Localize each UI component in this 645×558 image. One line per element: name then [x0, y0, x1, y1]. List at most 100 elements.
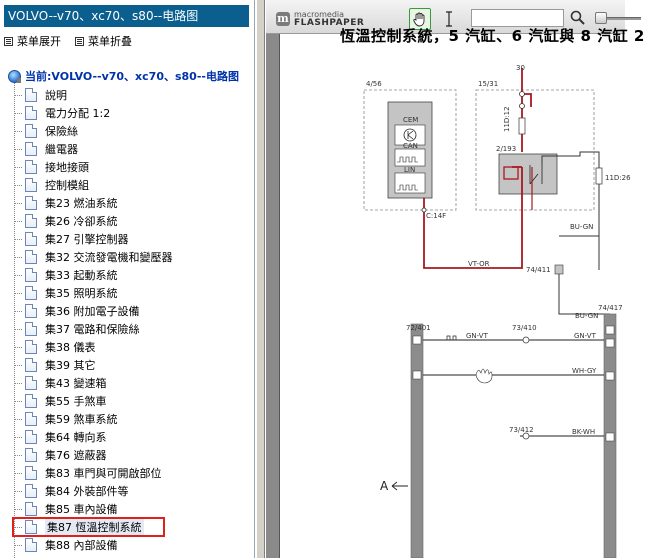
tree-item[interactable]: 集26 冷卻系統	[14, 212, 173, 230]
svg-text:74/417: 74/417	[598, 304, 623, 312]
tree-item[interactable]: 集23 燃油系統	[14, 194, 173, 212]
tree-item-label: 電力分配 1:2	[45, 107, 111, 120]
document-icon	[25, 358, 37, 372]
tree-root-label: 当前:VOLVO--v70、xc70、s80--电路图	[25, 70, 239, 83]
tree-item[interactable]: 集33 起動系統	[14, 266, 173, 284]
document-icon	[25, 412, 37, 426]
tree-item-label: 集36 附加電子設備	[45, 305, 140, 318]
tree-item[interactable]: 集38 儀表	[14, 338, 173, 356]
tree-item[interactable]: 集64 轉向系	[14, 428, 173, 446]
collapse-label: 菜单折叠	[88, 35, 132, 48]
tree-item-label: 集38 儀表	[45, 341, 96, 354]
document-icon	[25, 232, 37, 246]
svg-text:30: 30	[516, 64, 525, 72]
tree-item-label: 集85 車內設備	[45, 503, 118, 516]
tree-item[interactable]: 集59 煞車系統	[14, 410, 173, 428]
tree-item-label: 控制模組	[45, 179, 89, 192]
tree-item[interactable]: 接地接頭	[14, 158, 173, 176]
tree-item-label: 集26 冷卻系統	[45, 215, 118, 228]
tree-item-label: 保險絲	[45, 125, 78, 138]
wiring-diagram: 4/56 15/31 CEM CAN LIN 30 2/193 11D:12 1…	[363, 64, 631, 558]
collapse-menu-button[interactable]: 菜单折叠	[75, 33, 132, 49]
tree-item-label: 集55 手煞車	[45, 395, 107, 408]
tree-item-label: 集23 燃油系統	[45, 197, 118, 210]
reference-arrow	[391, 481, 408, 491]
tree-item-label: 集27 引擎控制器	[45, 233, 129, 246]
hand-tool-button[interactable]	[409, 8, 431, 30]
tree-item[interactable]: 集83 車門與可開啟部位	[14, 464, 173, 482]
svg-text:11D:12: 11D:12	[503, 106, 511, 132]
tree-item-label: 集59 煞車系統	[45, 413, 118, 426]
document-page[interactable]: 恆溫控制系統，5 汽缸、6 汽缸與 8 汽缸 2	[279, 27, 644, 558]
tree-item[interactable]: 集36 附加電子設備	[14, 302, 173, 320]
tree-item-label: 繼電器	[45, 143, 78, 156]
svg-text:73/412: 73/412	[509, 426, 534, 434]
diagram-title: 恆溫控制系統，5 汽缸、6 汽缸與 8 汽缸 2	[340, 27, 645, 45]
svg-text:73/410: 73/410	[512, 324, 537, 332]
tree-item[interactable]: 繼電器	[14, 140, 173, 158]
text-select-tool[interactable]	[444, 8, 454, 30]
tree-item[interactable]: 集84 外裝部件等	[14, 482, 173, 500]
svg-text:72/401: 72/401	[406, 324, 431, 332]
tree-item[interactable]: 集76 遮蔽器	[14, 446, 173, 464]
tree-item[interactable]: 集85 車內設備	[14, 500, 173, 518]
svg-text:BU-GN: BU-GN	[575, 312, 598, 320]
tree-connector-line	[14, 83, 15, 558]
zoom-thumb[interactable]	[595, 12, 607, 24]
flashpaper-logo: m macromedia FLASHPAPER	[276, 10, 364, 28]
tree-item[interactable]: 控制模組	[14, 176, 173, 194]
left-rail	[410, 323, 424, 558]
panel-splitter[interactable]	[256, 0, 265, 558]
tree-root[interactable]: 当前:VOLVO--v70、xc70、s80--电路图	[8, 68, 239, 84]
tree-item-label: 集43 變速箱	[45, 377, 107, 390]
document-icon	[25, 502, 37, 516]
tree-item[interactable]: 集37 電路和保險絲	[14, 320, 173, 338]
tree-item[interactable]: 集35 照明系統	[14, 284, 173, 302]
expand-menu-button[interactable]: 菜单展开	[4, 33, 61, 49]
tree-item[interactable]: 集87 恆溫控制系統	[14, 518, 173, 536]
svg-text:11D:26: 11D:26	[605, 174, 631, 182]
svg-text:15/31: 15/31	[478, 80, 498, 88]
svg-text:4/56: 4/56	[366, 80, 382, 88]
svg-text:GN-VT: GN-VT	[466, 332, 489, 340]
svg-text:WH-GY: WH-GY	[572, 367, 597, 375]
svg-text:C:14F: C:14F	[426, 212, 446, 220]
document-icon	[25, 124, 37, 138]
tree-item-label: 集87 恆溫控制系統	[45, 519, 144, 535]
viewer-toolbar: m macromedia FLASHPAPER	[266, 0, 641, 34]
tree-item[interactable]: 集43 變速箱	[14, 374, 173, 392]
control-wire	[423, 166, 523, 269]
document-icon	[25, 538, 37, 552]
search-input[interactable]	[471, 9, 564, 27]
tree-item[interactable]: 集88 內部設備	[14, 536, 173, 554]
tree-item[interactable]: 集55 手煞車	[14, 392, 173, 410]
zoom-slider[interactable]	[595, 12, 641, 24]
connector-74-411	[554, 264, 564, 275]
search-button[interactable]	[569, 9, 587, 27]
document-icon	[25, 88, 37, 102]
tree-item[interactable]: 電力分配 1:2	[14, 104, 173, 122]
document-icon	[25, 394, 37, 408]
document-icon	[25, 304, 37, 318]
tree-items: 說明電力分配 1:2 保險絲繼電器接地接頭控制模組集23 燃油系統集26 冷卻系統…	[14, 86, 173, 554]
flashpaper-viewer: m macromedia FLASHPAPER	[266, 0, 644, 558]
document-icon	[25, 160, 37, 174]
cem-transistor-symbol	[394, 124, 426, 146]
collapse-icon	[75, 36, 84, 46]
fuse-11d26	[595, 167, 603, 185]
relay-block	[498, 153, 558, 195]
tree-item-label: 接地接頭	[45, 161, 89, 174]
expand-label: 菜单展开	[17, 35, 61, 48]
tree-item[interactable]: 集32 交流發電機和變壓器	[14, 248, 173, 266]
document-icon	[25, 520, 37, 534]
tree-item[interactable]: 保險絲	[14, 122, 173, 140]
tree-item[interactable]: 集39 其它	[14, 356, 173, 374]
menu-toolbar: 菜单展开 菜单折叠	[4, 33, 132, 49]
tree-item-label: 集64 轉向系	[45, 431, 107, 444]
document-icon	[25, 376, 37, 390]
brand-main: FLASHPAPER	[294, 18, 365, 28]
tree-item[interactable]: 說明	[14, 86, 173, 104]
lin-pulse-box	[394, 172, 426, 194]
tree-item[interactable]: 集27 引擎控制器	[14, 230, 173, 248]
tree-item-label: 集37 電路和保險絲	[45, 323, 140, 336]
